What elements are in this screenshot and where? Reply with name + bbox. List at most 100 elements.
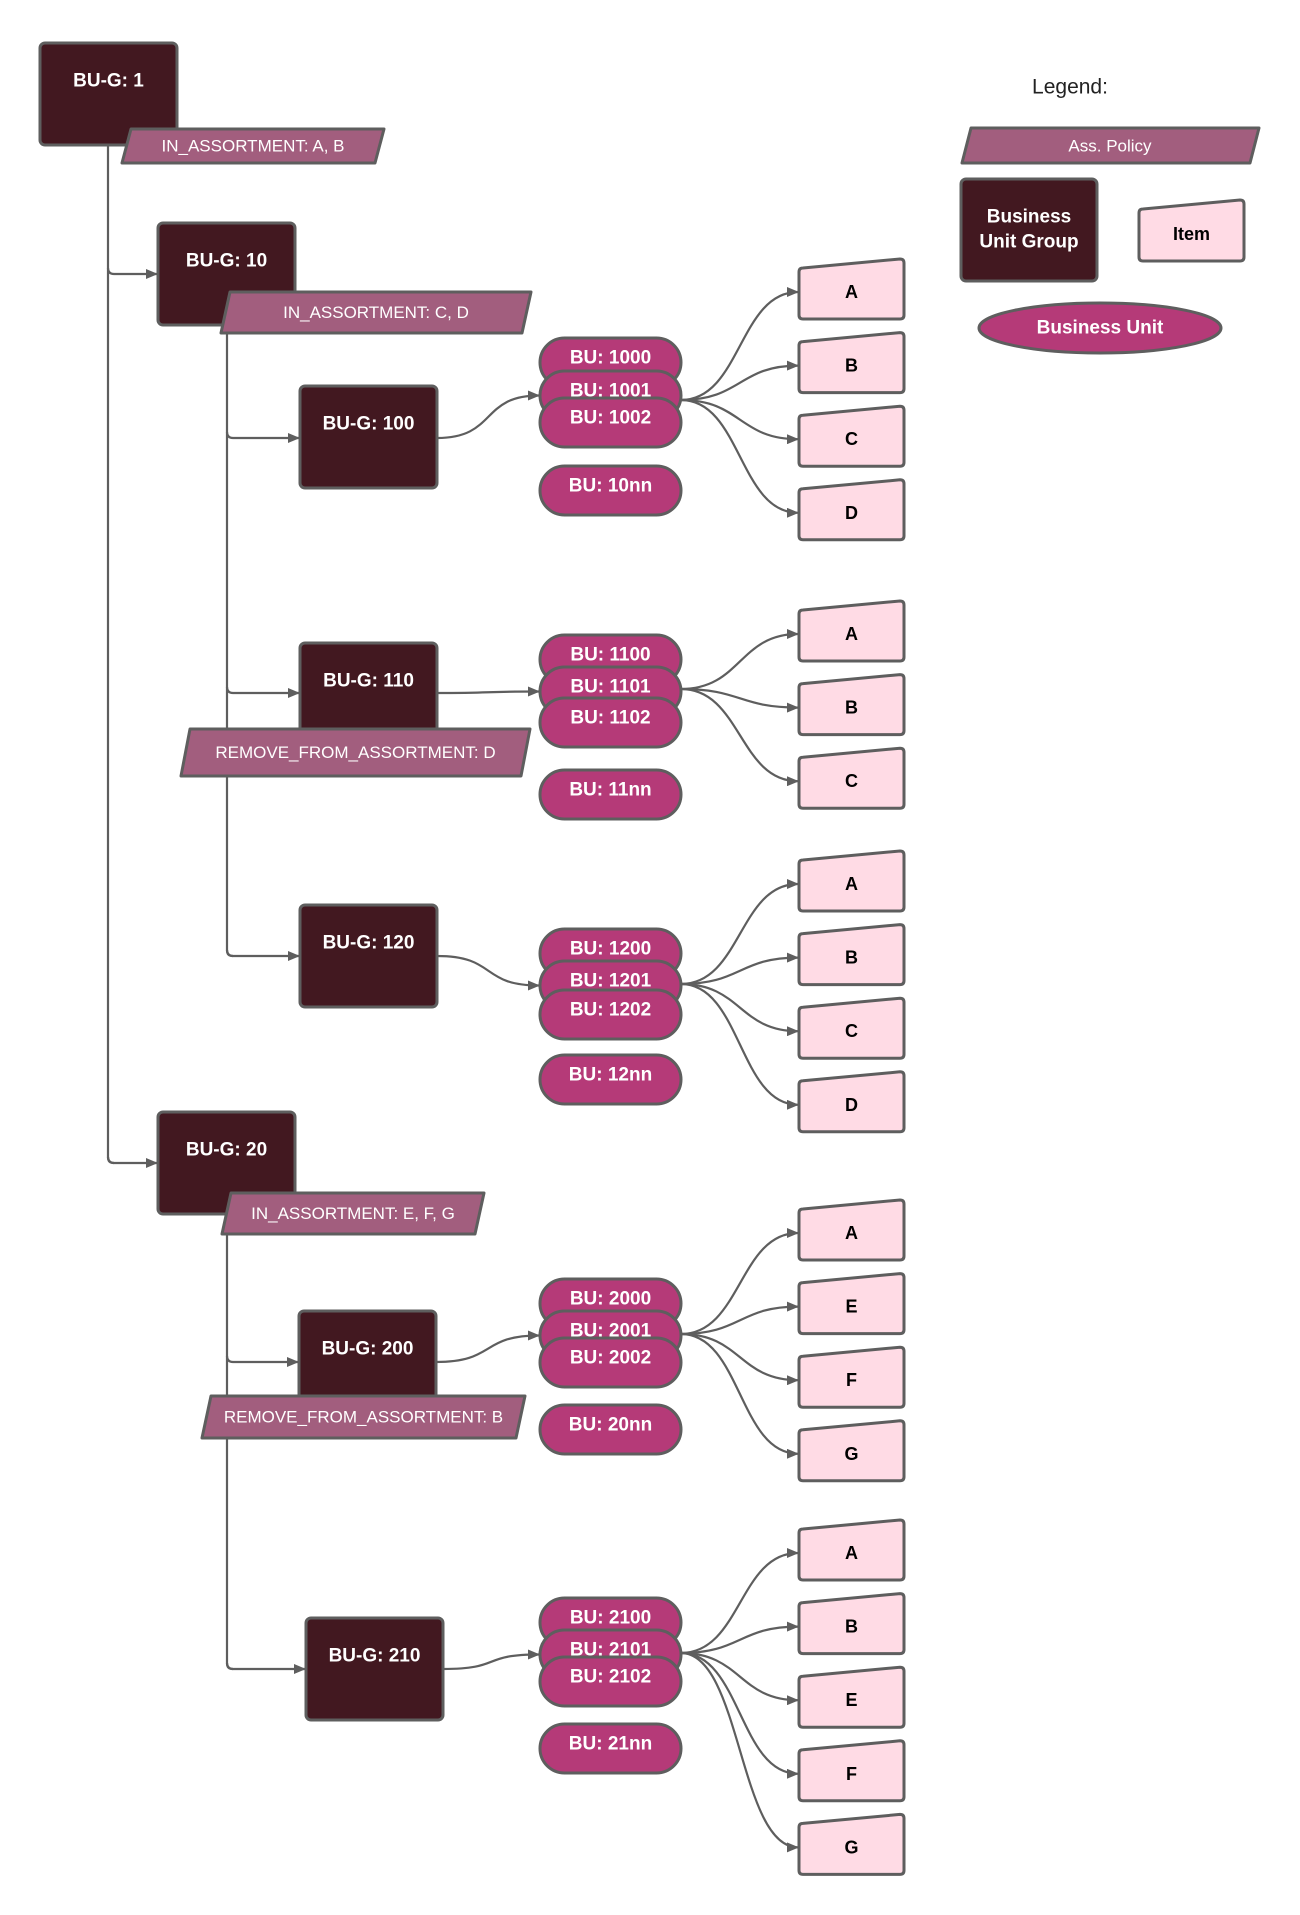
connector-to-item-a <box>680 1228 799 1336</box>
item-shape[interactable] <box>797 673 906 737</box>
item-shape[interactable] <box>797 1592 906 1656</box>
assortment-policy-shape[interactable] <box>120 127 386 165</box>
business-unit-group-shape[interactable] <box>304 1616 445 1722</box>
business-unit-shape[interactable] <box>538 1336 683 1389</box>
business-unit-shape[interactable] <box>538 1053 683 1106</box>
business-unit-group-120[interactable]: BU-G: 120 <box>298 903 439 1009</box>
assortment-policy-shape[interactable] <box>220 1191 486 1236</box>
business-unit-shape[interactable] <box>538 696 683 749</box>
item-label: C <box>845 1021 858 1041</box>
business-unit-12nn[interactable]: BU: 12nn <box>538 1053 683 1106</box>
item-label: D <box>845 1095 858 1115</box>
item-c[interactable]: C <box>797 996 906 1060</box>
legend-business-unit-group-label-line1: Business <box>987 207 1071 228</box>
business-unit-label: BU: 12nn <box>569 1065 652 1086</box>
business-unit-10nn[interactable]: BU: 10nn <box>538 464 683 517</box>
business-unit-1102[interactable]: BU: 1102 <box>538 696 683 749</box>
item-f[interactable]: F <box>797 1739 906 1803</box>
assortment-policy-shape[interactable] <box>219 290 533 335</box>
item-e[interactable]: E <box>797 1272 906 1336</box>
item-shape[interactable] <box>797 1198 906 1262</box>
item-c[interactable]: C <box>797 404 906 468</box>
item-shape[interactable] <box>797 1070 906 1134</box>
item-b[interactable]: B <box>797 1592 906 1656</box>
item-shape[interactable] <box>797 1345 906 1409</box>
business-unit-2002[interactable]: BU: 2002 <box>538 1336 683 1389</box>
item-shape[interactable] <box>797 1739 906 1803</box>
item-label: F <box>846 1764 857 1784</box>
item-b[interactable]: B <box>797 673 906 737</box>
assortment-policy-110[interactable]: REMOVE_FROM_ASSORTMENT: D <box>179 727 532 778</box>
business-unit-1002[interactable]: BU: 1002 <box>538 396 683 449</box>
connector-bug-200-to-business-units <box>435 1330 540 1364</box>
business-unit-group-label: BU-G: 200 <box>322 1339 414 1360</box>
item-a[interactable]: A <box>797 1518 906 1582</box>
business-unit-label: BU: 2102 <box>570 1667 651 1688</box>
business-unit-20nn[interactable]: BU: 20nn <box>538 1403 683 1456</box>
item-shape[interactable] <box>797 257 906 321</box>
item-a[interactable]: A <box>797 1198 906 1262</box>
item-a[interactable]: A <box>797 849 906 913</box>
assortment-policy-root[interactable]: IN_ASSORTMENT: A, B <box>120 127 386 165</box>
item-shape[interactable] <box>797 746 906 810</box>
item-shape[interactable] <box>797 1419 906 1483</box>
item-shape[interactable] <box>797 996 906 1060</box>
assortment-policy-label: IN_ASSORTMENT: C, D <box>283 303 469 322</box>
business-unit-shape[interactable] <box>538 1722 683 1775</box>
item-shape[interactable] <box>797 599 906 663</box>
item-label: B <box>845 698 858 718</box>
assortment-policy-200[interactable]: REMOVE_FROM_ASSORTMENT: B <box>200 1394 527 1440</box>
business-unit-1202[interactable]: BU: 1202 <box>538 988 683 1041</box>
item-b[interactable]: B <box>797 923 906 987</box>
item-shape[interactable] <box>797 1272 906 1336</box>
item-b[interactable]: B <box>797 331 906 395</box>
item-shape[interactable] <box>797 1812 906 1876</box>
business-unit-group-shape[interactable] <box>298 384 439 490</box>
assortment-policy-shape[interactable] <box>200 1394 527 1440</box>
business-unit-shape[interactable] <box>538 464 683 517</box>
business-unit-group-20[interactable]: BU-G: 20 <box>156 1110 297 1216</box>
business-unit-group-shape[interactable] <box>38 41 179 147</box>
business-unit-group-root[interactable]: BU-G: 1 <box>38 41 179 147</box>
assortment-policy-20[interactable]: IN_ASSORTMENT: E, F, G <box>220 1191 486 1236</box>
business-unit-group-200[interactable]: BU-G: 200 <box>297 1309 438 1415</box>
business-unit-2102[interactable]: BU: 2102 <box>538 1655 683 1708</box>
item-shape[interactable] <box>797 1665 906 1729</box>
item-shape[interactable] <box>797 1518 906 1582</box>
business-unit-shape[interactable] <box>538 1655 683 1708</box>
business-unit-21nn[interactable]: BU: 21nn <box>538 1722 683 1775</box>
item-d[interactable]: D <box>797 478 906 542</box>
business-unit-label: BU: 1201 <box>570 971 652 992</box>
item-e[interactable]: E <box>797 1665 906 1729</box>
item-shape[interactable] <box>797 331 906 395</box>
connector-to-item-a <box>680 879 799 986</box>
business-unit-label: BU: 1102 <box>570 708 650 729</box>
item-label: B <box>845 356 858 376</box>
legend-assortment-policy: Ass. Policy <box>960 126 1261 165</box>
item-d[interactable]: D <box>797 1070 906 1134</box>
business-unit-shape[interactable] <box>538 988 683 1041</box>
item-a[interactable]: A <box>797 599 906 663</box>
business-unit-11nn[interactable]: BU: 11nn <box>538 768 683 821</box>
business-unit-group-shape[interactable] <box>298 903 439 1009</box>
item-f[interactable]: F <box>797 1345 906 1409</box>
business-unit-shape[interactable] <box>538 396 683 449</box>
business-unit-shape[interactable] <box>538 768 683 821</box>
item-shape[interactable] <box>797 849 906 913</box>
assortment-policy-10[interactable]: IN_ASSORTMENT: C, D <box>219 290 533 335</box>
item-shape[interactable] <box>797 923 906 987</box>
assortment-policy-shape[interactable] <box>179 727 532 778</box>
item-g[interactable]: G <box>797 1419 906 1483</box>
item-c[interactable]: C <box>797 746 906 810</box>
item-g[interactable]: G <box>797 1812 906 1876</box>
business-unit-group-110[interactable]: BU-G: 110 <box>298 641 439 747</box>
business-unit-group-210[interactable]: BU-G: 210 <box>304 1616 445 1722</box>
business-unit-group-100[interactable]: BU-G: 100 <box>298 384 439 490</box>
item-a[interactable]: A <box>797 257 906 321</box>
item-shape[interactable] <box>797 478 906 542</box>
business-unit-shape[interactable] <box>538 1403 683 1456</box>
item-shape[interactable] <box>797 404 906 468</box>
items-110: A B C <box>797 599 906 810</box>
